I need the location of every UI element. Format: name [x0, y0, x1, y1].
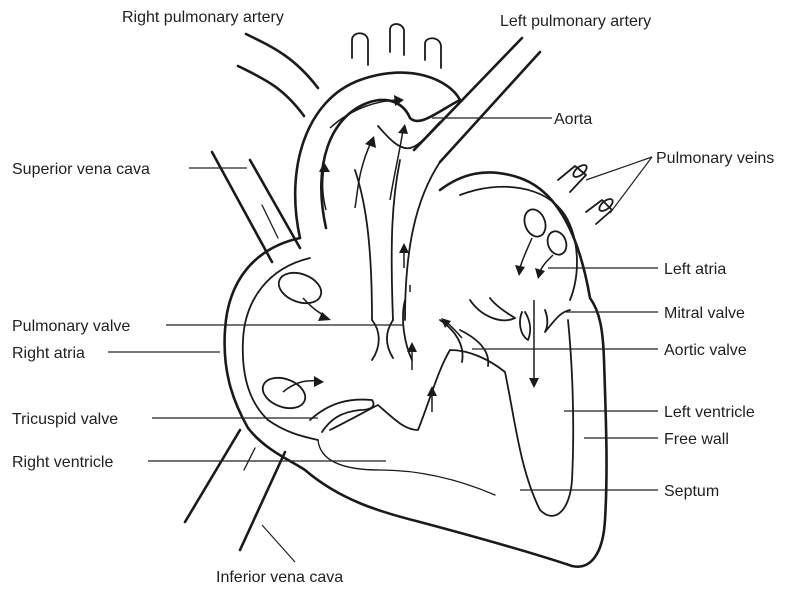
label-left-atria: Left atria	[664, 261, 726, 278]
label-inferior-vena-cava: Inferior vena cava	[216, 569, 343, 586]
right-atria-opening	[275, 267, 326, 308]
label-left-pulmonary-artery: Left pulmonary artery	[500, 13, 651, 30]
mitral-valve-drawing	[470, 298, 570, 340]
pulmonary-veins-drawing	[558, 163, 615, 224]
heart-illustration	[185, 24, 615, 567]
pulmonary-vein-opening-1	[521, 206, 549, 239]
heart-inner-wall	[243, 258, 318, 440]
label-tricuspid-valve: Tricuspid valve	[12, 411, 118, 428]
tricuspid-valve-drawing	[310, 400, 374, 432]
label-septum: Septum	[664, 483, 719, 500]
label-right-ventricle: Right ventricle	[12, 454, 113, 471]
label-aortic-valve: Aortic valve	[664, 342, 747, 359]
leader-lines	[108, 118, 658, 562]
label-pulmonary-valve: Pulmonary valve	[12, 318, 130, 335]
left-atrium-wall	[460, 187, 577, 300]
label-aorta: Aorta	[554, 111, 592, 128]
label-left-ventricle: Left ventricle	[664, 404, 755, 421]
label-pulmonary-veins: Pulmonary veins	[656, 150, 774, 167]
label-superior-vena-cava: Superior vena cava	[12, 161, 150, 178]
ivc-opening	[259, 372, 310, 413]
flow-arrows	[283, 95, 553, 412]
heart-outer-wall	[225, 172, 607, 566]
label-right-atria: Right atria	[12, 345, 85, 362]
label-mitral-valve: Mitral valve	[664, 305, 745, 322]
pulmonary-vein-opening-2	[544, 229, 569, 258]
aortic-valve-drawing	[440, 320, 488, 366]
label-free-wall: Free wall	[664, 431, 729, 448]
label-right-pulmonary-artery: Right pulmonary artery	[122, 9, 284, 26]
